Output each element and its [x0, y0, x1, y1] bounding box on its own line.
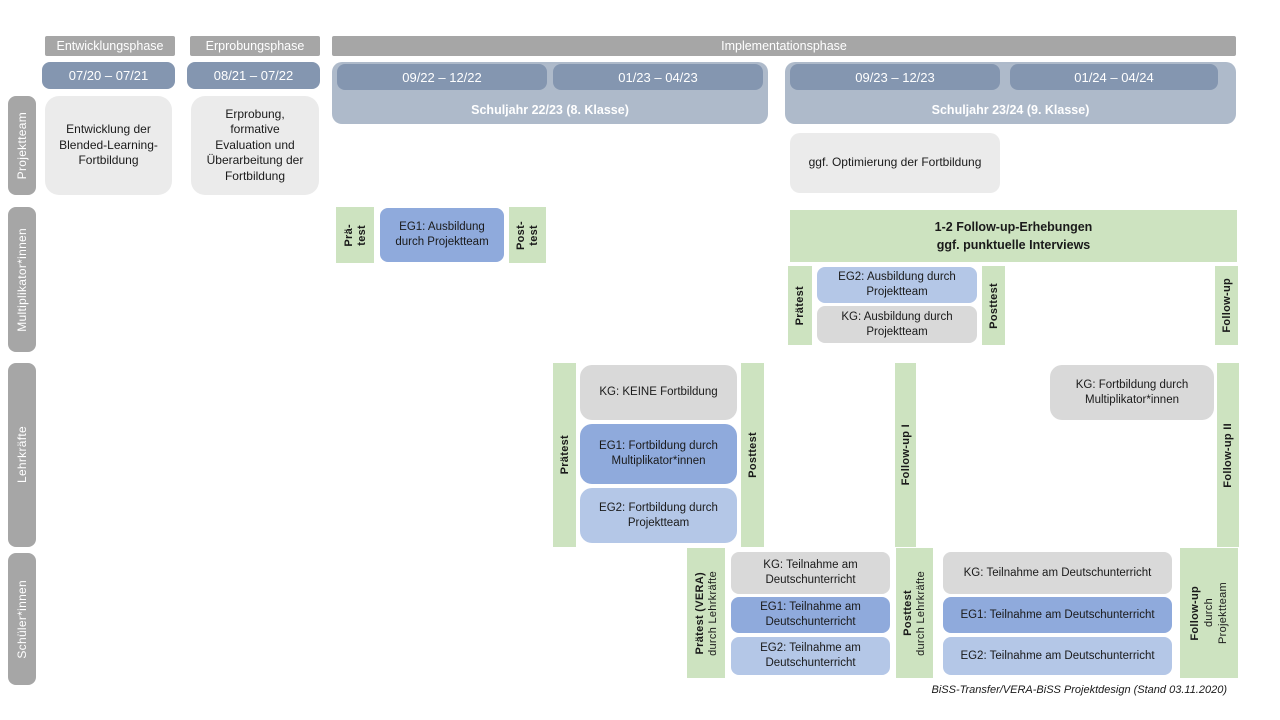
schueler-praetest-vera-line2: durch Lehrkräfte: [706, 570, 719, 656]
box-kg-keine-fortbildung: KG: KEINE Fortbildung: [580, 365, 737, 420]
schueler-praetest-vera-strip: Prätest (VERA) durch Lehrkräfte: [687, 548, 725, 678]
school-year-label-23-24: Schuljahr 23/24 (9. Klasse): [931, 103, 1090, 117]
box-eg1-ausbildung-projektteam: EG1: Ausbildung durch Projektteam: [380, 208, 504, 262]
school-year-label-22-23: Schuljahr 22/23 (8. Klasse): [471, 103, 629, 117]
multiplikatoren-posttest2-text: Posttest: [987, 282, 1000, 329]
multiplikatoren-posttest2-strip: Posttest: [982, 266, 1005, 345]
box-eg2-ausbildung-projektteam: EG2: Ausbildung durch Projektteam: [817, 267, 977, 303]
row-label-schueler: Schüler*innen: [8, 553, 36, 685]
row-label-multiplikatoren: Multiplikator*innen: [8, 207, 36, 352]
schueler-posttest-line2: durch Lehrkräfte: [915, 570, 927, 656]
box-eg2-teilnahme-deutschunterricht-1: EG2: Teilnahme am Deutschunterricht: [731, 637, 890, 675]
schueler-followup-line3: Projektteam: [1217, 582, 1229, 644]
row-label-schueler-text: Schüler*innen: [15, 579, 29, 659]
period-bar-0123-0423: 01/23 – 04/23: [553, 64, 763, 90]
schueler-praetest-vera-line1: Prätest (VERA): [693, 571, 706, 655]
schueler-followup-strip: Follow-up durch Projektteam: [1180, 548, 1238, 678]
period-bar-0821-0722: 08/21 – 07/22: [187, 62, 320, 89]
box-eg2-teilnahme-deutschunterricht-2: EG2: Teilnahme am Deutschunterricht: [943, 637, 1172, 675]
slide-caption: BiSS-Transfer/VERA-BiSS Projektdesign (S…: [931, 684, 1227, 696]
multiplikatoren-posttest1-line2: test: [528, 224, 540, 246]
box-eg1-fortbildung-multiplikatoren: EG1: Fortbildung durch Multiplikator*inn…: [580, 424, 737, 484]
box-eg1-teilnahme-deutschunterricht-1: EG1: Teilnahme am Deutschunterricht: [731, 597, 890, 633]
row-label-lehrkraefte: Lehrkräfte: [8, 363, 36, 547]
multiplikatoren-followup-erhebungen-bar: 1-2 Follow-up-Erhebungen ggf. punktuelle…: [790, 210, 1237, 262]
phase-bar-erprobungsphase: Erprobungsphase: [190, 36, 320, 56]
row-label-projektteam: Projektteam: [8, 96, 36, 195]
lehrkraefte-praetest-text: Prätest: [558, 435, 571, 475]
multiplikatoren-praetest1-strip: Prä- test: [336, 207, 374, 263]
schueler-posttest-line1: Posttest: [902, 590, 914, 636]
multiplikatoren-followup-text: Follow-up: [1220, 278, 1233, 333]
multiplikatoren-praetest2-strip: Prätest: [788, 266, 812, 345]
multiplikatoren-praetest2-text: Prätest: [794, 285, 806, 326]
lehrkraefte-posttest-strip: Posttest: [741, 363, 764, 547]
lehrkraefte-posttest-text: Posttest: [746, 432, 759, 478]
schueler-followup-line1: Follow-up: [1189, 585, 1201, 641]
multiplikatoren-followup-strip: Follow-up: [1215, 266, 1238, 345]
lehrkraefte-followup2-text: Follow-up II: [1222, 422, 1234, 488]
lehrkraefte-followup1-strip: Follow-up I: [895, 363, 916, 547]
schueler-posttest-strip: Posttest durch Lehrkräfte: [896, 548, 933, 678]
box-kg-fortbildung-multiplikatoren: KG: Fortbildung durch Multiplikator*inne…: [1050, 365, 1214, 420]
period-bar-0720-0721: 07/20 – 07/21: [42, 62, 175, 89]
lehrkraefte-followup2-strip: Follow-up II: [1217, 363, 1239, 547]
box-ggf-optimierung: ggf. Optimierung der Fortbildung: [790, 133, 1000, 193]
period-bar-0922-1222: 09/22 – 12/22: [337, 64, 547, 90]
box-kg-ausbildung-projektteam: KG: Ausbildung durch Projektteam: [817, 306, 977, 343]
followup-erhebungen-line2: ggf. punktuelle Interviews: [936, 238, 1091, 252]
row-label-projektteam-text: Projektteam: [15, 111, 29, 180]
multiplikatoren-posttest1-strip: Post- test: [509, 207, 546, 263]
box-erprobung-evaluation: Erprobung, formative Evaluation und Über…: [191, 96, 319, 195]
box-eg2-fortbildung-projektteam: EG2: Fortbildung durch Projektteam: [580, 488, 737, 543]
box-entwicklung-blended-learning: Entwicklung der Blended-Learning-Fortbil…: [45, 96, 172, 195]
period-bar-0923-1223: 09/23 – 12/23: [790, 64, 1000, 90]
row-label-lehrkraefte-text: Lehrkräfte: [15, 426, 29, 484]
phase-bar-entwicklungsphase: Entwicklungsphase: [45, 36, 175, 56]
lehrkraefte-praetest-strip: Prätest: [553, 363, 576, 547]
box-kg-teilnahme-deutschunterricht-2: KG: Teilnahme am Deutschunterricht: [943, 552, 1172, 594]
box-kg-teilnahme-deutschunterricht-1: KG: Teilnahme am Deutschunterricht: [731, 552, 890, 594]
row-label-multiplikatoren-text: Multiplikator*innen: [15, 227, 29, 332]
lehrkraefte-followup1-text: Follow-up I: [899, 424, 912, 486]
followup-erhebungen-line1: 1-2 Follow-up-Erhebungen: [934, 219, 1093, 234]
multiplikatoren-praetest1-line1: Prä-: [342, 223, 355, 247]
multiplikatoren-praetest1-line2: test: [355, 224, 368, 246]
box-eg1-teilnahme-deutschunterricht-2: EG1: Teilnahme am Deutschunterricht: [943, 597, 1172, 633]
schueler-followup-line2: durch: [1203, 598, 1215, 628]
phase-bar-implementationsphase: Implementationsphase: [332, 36, 1236, 56]
period-bar-0124-0424: 01/24 – 04/24: [1010, 64, 1218, 90]
multiplikatoren-posttest1-line1: Post-: [515, 220, 527, 250]
